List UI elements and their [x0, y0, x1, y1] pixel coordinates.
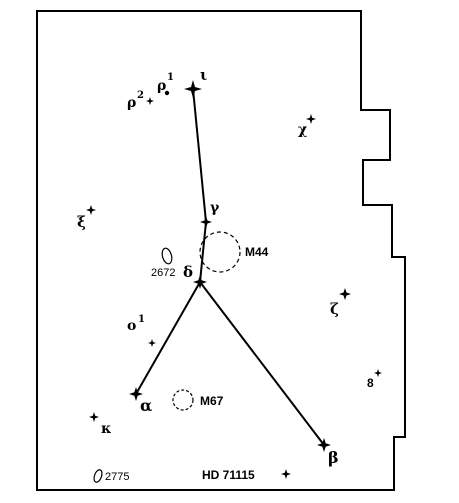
star-marker-alpha: [129, 387, 143, 401]
star-label-rho1-sup: 1: [167, 72, 174, 83]
star-label-rho2-sup: 2: [137, 90, 144, 101]
star-markers: [86, 80, 382, 479]
star-label-kappa: κ: [101, 421, 112, 437]
star-marker-iota: [184, 80, 202, 98]
galaxy-2672-symbol: [161, 247, 173, 265]
star-marker-chi: [306, 114, 316, 124]
star-marker-zeta: [339, 288, 351, 300]
star-marker-xi: [86, 205, 96, 215]
galaxy-label-2775: 2775: [105, 471, 129, 483]
star-label-delta: δ: [183, 263, 193, 281]
star-label-alpha: α: [140, 396, 152, 415]
star-marker-kappa: [89, 412, 99, 422]
star-marker-gamma: [200, 216, 212, 228]
star-label-omicron1-sup: 1: [138, 314, 145, 325]
star-marker-beta: [317, 438, 331, 452]
cluster-label-m67: M67: [200, 394, 224, 408]
star-label-iota: ι: [200, 66, 207, 84]
star-label-rho2: ρ: [127, 95, 136, 111]
star-label-eight: 8: [367, 376, 374, 390]
star-marker-hd71115: [281, 469, 291, 479]
star-label-omicron1: ο: [127, 318, 136, 334]
star-marker-omicron1: [148, 339, 156, 347]
star-label-gamma: γ: [210, 200, 220, 216]
line-gamma-delta: [199, 221, 207, 283]
star-label-rho1: ρ: [157, 78, 166, 94]
star-label-zeta: ζ: [330, 300, 339, 318]
star-label-chi: χ: [298, 122, 307, 138]
line-delta-beta: [199, 281, 325, 446]
star-label-xi: ξ: [77, 213, 86, 231]
star-marker-rho2: [146, 97, 154, 105]
m67-cluster-symbol: [172, 389, 194, 411]
star-marker-eight: [374, 369, 382, 377]
star-marker-delta: [193, 275, 207, 289]
m44-cluster-symbol: [199, 231, 241, 273]
line-delta-alpha: [135, 281, 201, 395]
star-label-hd71115: HD 71115: [202, 468, 255, 482]
cluster-label-m44: M44: [245, 245, 269, 259]
star-marker-rho1: [164, 90, 170, 96]
galaxy-2775-symbol: [93, 469, 103, 483]
galaxy-label-2672: 2672: [151, 267, 175, 279]
star-label-beta: β: [328, 448, 339, 467]
line-iota-gamma: [192, 88, 207, 223]
constellation-lines: [135, 88, 325, 446]
map-border: [36, 10, 406, 491]
